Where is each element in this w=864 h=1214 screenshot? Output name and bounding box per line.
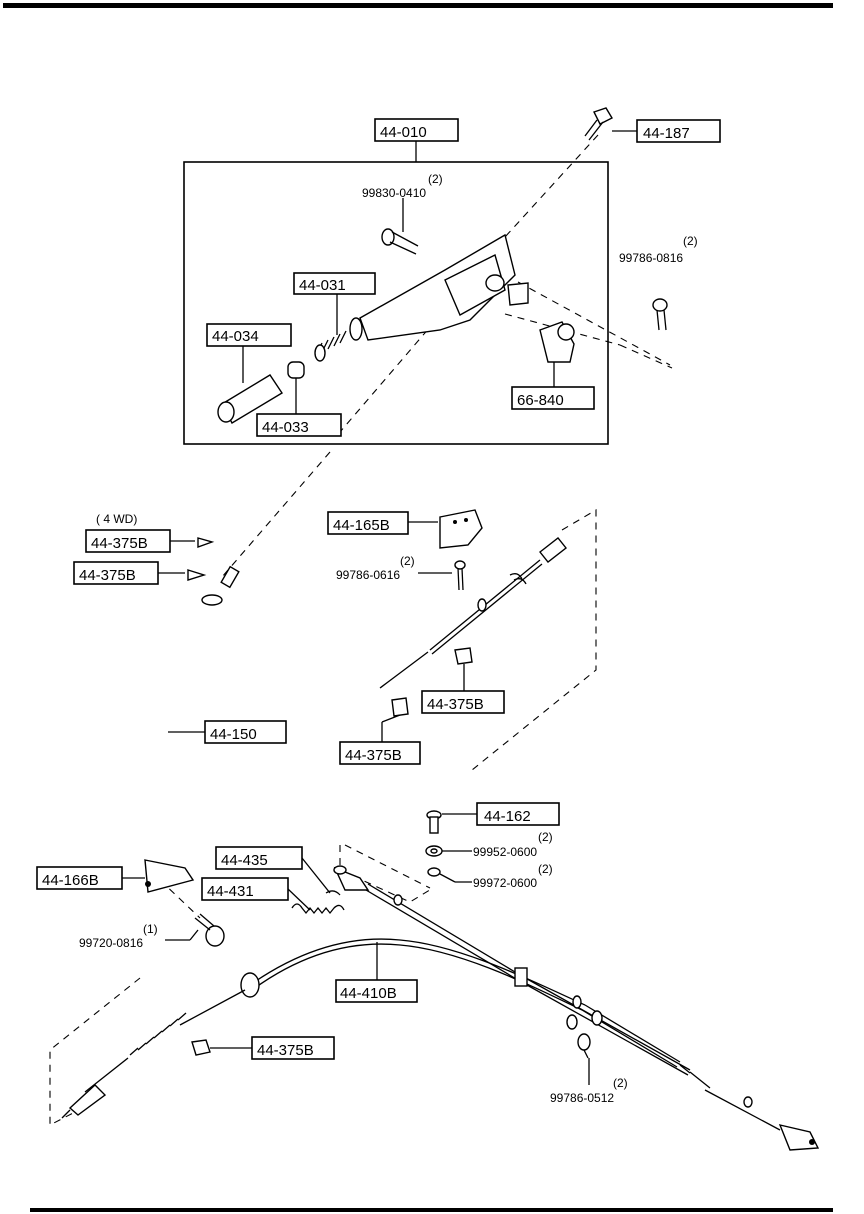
part-label-44-010: 44-010	[374, 118, 459, 142]
spring-44-031	[314, 330, 347, 362]
front-cable-44-150	[144, 537, 567, 852]
part-label-44-031: 44-031	[293, 272, 376, 295]
grip-44-034	[217, 374, 283, 424]
bottom-rule	[30, 1208, 833, 1212]
qty-99786-0616: (2)	[400, 554, 415, 568]
clip-44-375b-mid-right	[454, 647, 473, 665]
svg-text:44-162: 44-162	[484, 808, 531, 825]
screw-99786-0616	[454, 560, 466, 591]
part-label-99786-0616: 99786-0616	[336, 568, 400, 582]
part-label-44-033: 44-033	[256, 413, 342, 437]
svg-text:44-031: 44-031	[299, 277, 346, 294]
clip-44-375b-upper	[158, 569, 207, 581]
part-label-44-034: 44-034	[206, 323, 292, 347]
svg-text:44-166B: 44-166B	[42, 872, 99, 889]
svg-text:44-431: 44-431	[207, 883, 254, 900]
qty-99830-0410: (2)	[428, 172, 443, 186]
part-label-66-840: 66-840	[511, 386, 595, 410]
top-rule	[3, 3, 833, 8]
part-label-99972-0600: 99972-0600	[473, 876, 537, 890]
bracket-44-165b	[439, 509, 483, 549]
qty-99972-0600: (2)	[538, 862, 553, 876]
part-label-44-431: 44-431	[201, 877, 289, 901]
svg-text:44-410B: 44-410B	[340, 985, 397, 1002]
qty-99786-0816: (2)	[683, 234, 698, 248]
assembly-group-frame	[183, 161, 609, 445]
part-label-44-410b: 44-410B	[335, 979, 418, 1003]
svg-text:44-375B: 44-375B	[345, 747, 402, 764]
part-label-44-375b-lower: 44-375B	[251, 1036, 335, 1060]
part-label-99786-0512: 99786-0512	[550, 1091, 614, 1105]
part-label-44-435: 44-435	[215, 846, 303, 870]
part-label-44-187: 44-187	[636, 119, 721, 143]
bolt-99786-0512	[577, 1033, 591, 1059]
svg-text:44-375B: 44-375B	[427, 696, 484, 713]
part-label-99786-0816: 99786-0816	[619, 251, 683, 265]
svg-text:44-150: 44-150	[210, 726, 257, 743]
qty-99786-0512: (2)	[613, 1076, 628, 1090]
clip-44-375b-4wd	[170, 537, 215, 548]
washer-99972-0600	[427, 867, 441, 877]
bracket-44-166b	[144, 859, 195, 893]
part-label-44-375b-4wd: 44-375B	[85, 529, 171, 553]
svg-text:44-375B: 44-375B	[91, 535, 148, 552]
svg-text:44-010: 44-010	[380, 124, 427, 141]
button-44-033	[287, 361, 305, 379]
parking-brake-lever	[349, 233, 529, 341]
part-label-44-150: 44-150	[204, 720, 287, 744]
svg-text:44-435: 44-435	[221, 852, 268, 869]
pin-44-162	[426, 810, 442, 834]
spring-44-431	[291, 903, 345, 915]
equalizer-and-rear-cables	[61, 865, 820, 1151]
part-label-99830-0410: 99830-0410	[362, 186, 426, 200]
svg-text:44-034: 44-034	[212, 328, 259, 345]
bolt-99830-0410	[381, 228, 419, 255]
part-label-44-162: 44-162	[476, 802, 560, 826]
washer-99952-0600	[425, 845, 443, 857]
part-label-44-375b-mid-left: 44-375B	[339, 741, 421, 765]
clip-44-435	[325, 890, 341, 896]
part-label-44-375b-mid-right: 44-375B	[421, 690, 505, 714]
part-label-44-375b-upper: 44-375B	[73, 561, 159, 585]
svg-text:44-165B: 44-165B	[333, 517, 390, 534]
part-label-99720-0816: 99720-0816	[79, 936, 143, 950]
dashed-guides	[49, 134, 673, 1126]
part-label-99952-0600: 99952-0600	[473, 845, 537, 859]
qty-99952-0600: (2)	[538, 830, 553, 844]
bolt-44-187	[584, 107, 613, 141]
svg-text:44-375B: 44-375B	[257, 1042, 314, 1059]
svg-text:44-187: 44-187	[643, 125, 690, 142]
clip-44-375b-lower	[191, 1039, 211, 1056]
part-label-44-165b: 44-165B	[327, 511, 409, 535]
qty-99720-0816: (1)	[143, 922, 158, 936]
bolt-99720-0816	[194, 913, 225, 947]
svg-text:66-840: 66-840	[517, 392, 564, 409]
svg-text:44-033: 44-033	[262, 419, 309, 436]
bolt-99786-0816	[652, 298, 668, 331]
svg-text:44-375B: 44-375B	[79, 567, 136, 584]
clip-44-375b-mid-left	[391, 697, 409, 717]
switch-66-840	[539, 321, 575, 363]
part-label-44-166b: 44-166B	[36, 866, 123, 890]
variant-note-4wd: ( 4 WD)	[96, 512, 137, 526]
